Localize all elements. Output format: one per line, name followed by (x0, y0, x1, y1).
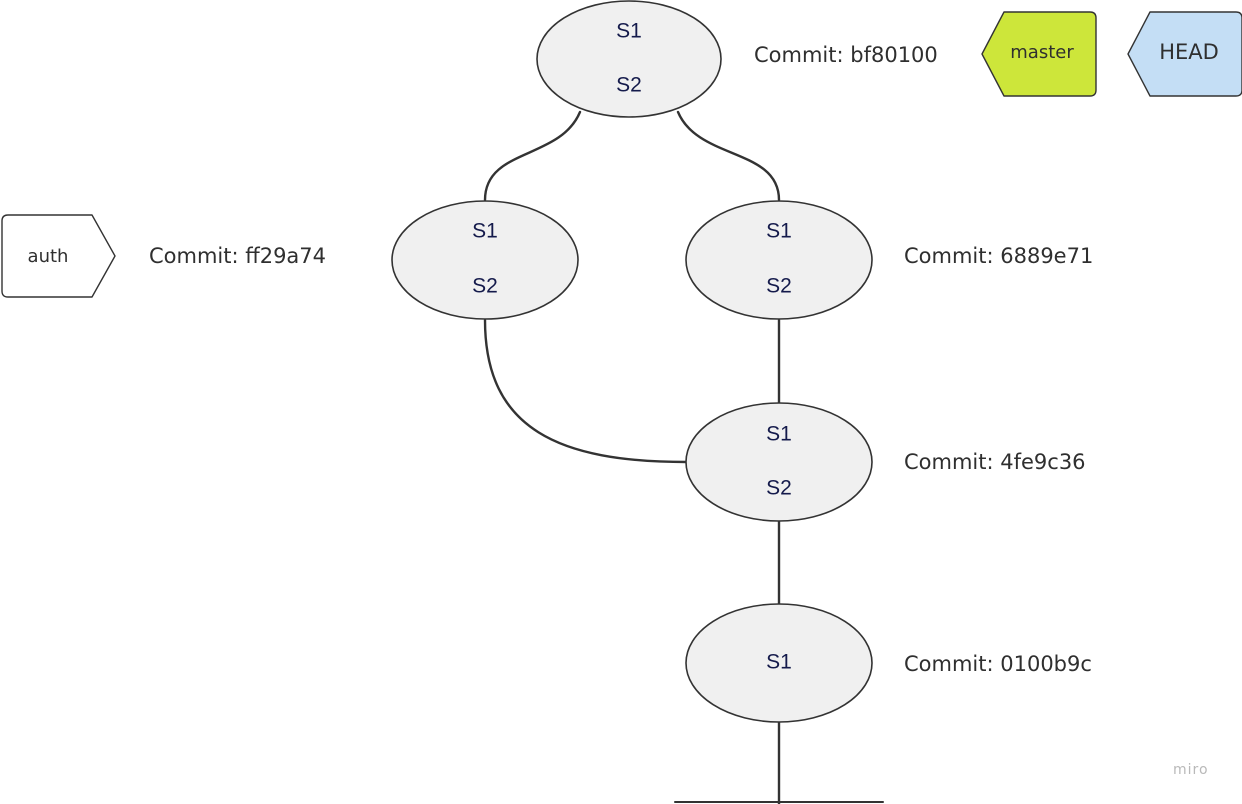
ref-tag-master-shape[interactable] (981, 11, 1097, 97)
edge-top-to-right (676, 110, 781, 202)
commit-label-left: Commit: ff29a74 (149, 244, 326, 268)
commit-node-merge[interactable]: S1 S2 (685, 402, 873, 522)
commit-label-merge: Commit: 4fe9c36 (904, 450, 1086, 474)
ref-tag-auth-shape[interactable] (1, 214, 116, 298)
node-top-state-2: S2 (616, 74, 642, 97)
node-top-state-1: S1 (616, 20, 642, 43)
commit-node-base[interactable]: S1 (685, 603, 873, 723)
ref-tag-head[interactable]: HEAD (1127, 11, 1242, 97)
commit-node-right-shape[interactable] (685, 200, 873, 320)
ref-tag-master-label: master (1010, 42, 1074, 63)
edge-top-to-left (483, 110, 582, 202)
edges (483, 110, 884, 804)
commit-node-left[interactable]: S1 S2 (391, 200, 579, 320)
node-merge-state-1: S1 (766, 423, 792, 446)
node-left-state-2: S2 (472, 275, 498, 298)
commit-label-right: Commit: 6889e71 (904, 244, 1093, 268)
commit-node-merge-shape[interactable] (685, 402, 873, 522)
node-merge-state-2: S2 (766, 477, 792, 500)
edge-left-to-merge (483, 318, 689, 464)
ref-tag-auth-label: auth (28, 246, 69, 267)
node-right-state-2: S2 (766, 275, 792, 298)
ref-tag-master[interactable]: master (981, 11, 1097, 97)
commit-node-right[interactable]: S1 S2 (685, 200, 873, 320)
ref-tag-auth[interactable]: auth (1, 214, 116, 298)
node-left-state-1: S1 (472, 220, 498, 243)
miro-watermark: miro (1173, 762, 1209, 778)
node-right-state-1: S1 (766, 220, 792, 243)
ref-tag-head-label: HEAD (1159, 40, 1219, 64)
commit-node-base-shape[interactable] (685, 603, 873, 723)
commit-label-top: Commit: bf80100 (754, 43, 938, 67)
node-base-state-1: S1 (766, 651, 792, 674)
commit-node-top[interactable]: S1 S2 (536, 0, 722, 118)
commit-label-base: Commit: 0100b9c (904, 652, 1092, 676)
commit-node-top-shape[interactable] (536, 0, 722, 118)
commit-node-left-shape[interactable] (391, 200, 579, 320)
